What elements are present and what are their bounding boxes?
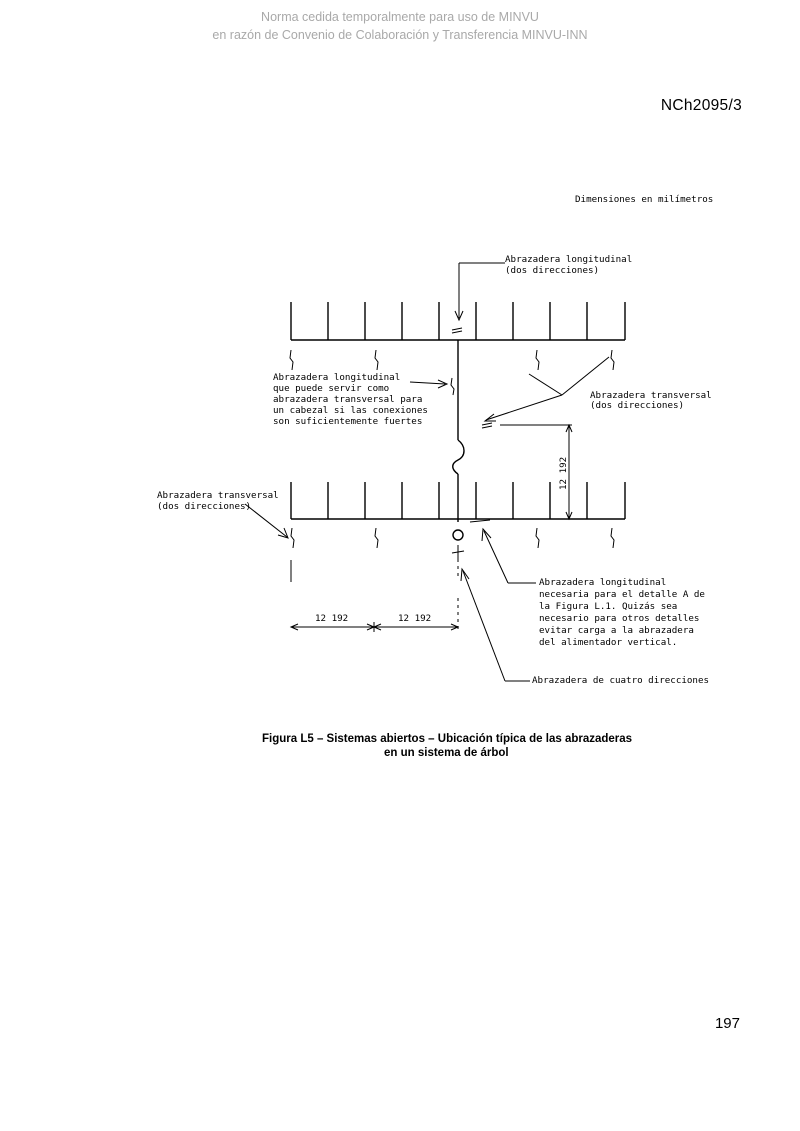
vertical-riser <box>450 340 493 630</box>
document-code: NCh2095/3 <box>660 97 742 114</box>
svg-text:que puede servir como: que puede servir como <box>273 383 389 394</box>
svg-text:Abrazadera transversal: Abrazadera transversal <box>590 390 712 401</box>
svg-text:necesario para otros detalles: necesario para otros detalles <box>539 613 699 624</box>
label-longitudinal-top: Abrazadera longitudinal (dos direcciones… <box>505 254 632 276</box>
figure-caption-line-2: en un sistema de árbol <box>384 747 509 759</box>
svg-text:(dos direcciones): (dos direcciones) <box>157 501 251 512</box>
svg-text:Abrazadera transversal: Abrazadera transversal <box>157 490 279 501</box>
svg-text:abrazadera transversal para: abrazadera transversal para <box>273 394 422 405</box>
figure-caption-line-1: Figura L5 – Sistemas abiertos – Ubicació… <box>262 733 632 745</box>
dimensions-note: Dimensiones en milímetros <box>575 194 713 205</box>
leader-lines <box>244 262 610 682</box>
label-longitudinal-riser: Abrazadera longitudinal que puede servir… <box>273 372 428 427</box>
top-brace-symbols <box>289 327 615 371</box>
svg-text:necesaria para el detalle A de: necesaria para el detalle A de <box>539 589 705 600</box>
top-branch-line <box>290 302 626 341</box>
svg-text:evitar carga a la abrazadera: evitar carga a la abrazadera <box>539 625 694 636</box>
page-number: 197 <box>714 1015 740 1032</box>
svg-text:del alimentador vertical.: del alimentador vertical. <box>539 637 677 648</box>
svg-text:Abrazadera longitudinal: Abrazadera longitudinal <box>505 254 632 265</box>
label-transversal-right: Abrazadera transversal (dos direcciones) <box>590 390 712 411</box>
horizontal-dimension-left: 12 192 <box>315 613 348 624</box>
bottom-brace-symbols <box>290 519 615 582</box>
watermark-line-2: en razón de Convenio de Colaboración y T… <box>212 28 588 42</box>
svg-text:Abrazadera longitudinal: Abrazadera longitudinal <box>539 577 666 588</box>
vertical-dimension-value: 12 192 <box>558 457 569 490</box>
horizontal-dimension: 12 192 12 192 <box>289 613 460 632</box>
svg-text:Abrazadera longitudinal: Abrazadera longitudinal <box>273 372 400 383</box>
vertical-dimension: 12 192 <box>500 423 573 521</box>
svg-text:(dos direcciones): (dos direcciones) <box>505 265 599 276</box>
watermark-line-1: Norma cedida temporalmente para uso de M… <box>261 10 539 24</box>
svg-text:la Figura L.1. Quizás sea: la Figura L.1. Quizás sea <box>539 601 677 612</box>
label-four-way: Abrazadera de cuatro direcciones <box>532 675 709 686</box>
svg-text:un cabezal si las conexiones: un cabezal si las conexiones <box>273 405 428 416</box>
svg-text:(dos direcciones): (dos direcciones) <box>590 400 684 411</box>
horizontal-dimension-right: 12 192 <box>398 613 431 624</box>
label-longitudinal-bottom: Abrazadera longitudinal necesaria para e… <box>539 577 705 648</box>
svg-text:son suficientemente fuertes: son suficientemente fuertes <box>273 416 422 427</box>
label-transversal-left: Abrazadera transversal (dos direcciones) <box>157 490 279 512</box>
